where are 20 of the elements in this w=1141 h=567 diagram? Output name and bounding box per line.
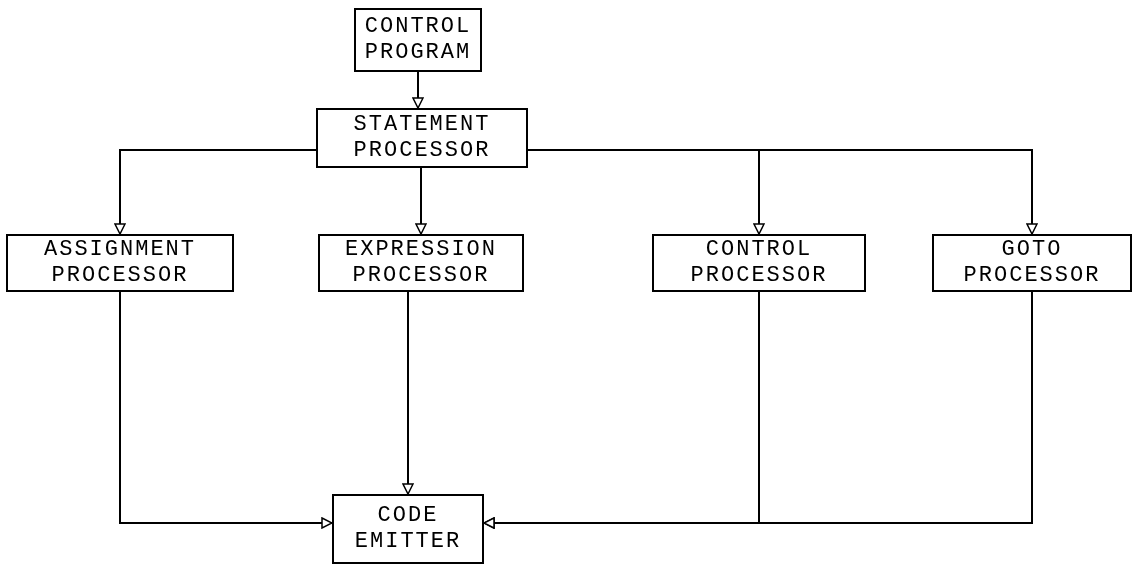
box-label: EXPRESSION PROCESSOR [344,237,498,289]
arrow [415,167,427,235]
box-label: CODE EMITTER [353,503,463,555]
box-label: CONTROL PROGRAM [363,14,473,66]
arrow [412,71,424,109]
process-box [652,234,866,292]
arrow [402,291,414,495]
process-box [318,234,524,292]
process-box [316,108,528,168]
arrow [483,291,1033,529]
box-label: ASSIGNMENT PROCESSOR [43,237,197,289]
process-box [332,494,484,564]
arrow [114,149,317,235]
process-box [354,8,482,72]
arrow [119,291,333,529]
process-box [6,234,234,292]
box-label: STATEMENT PROCESSOR [352,112,492,164]
process-box [932,234,1132,292]
box-label: GOTO PROCESSOR [962,237,1102,289]
box-label: CONTROL PROCESSOR [689,237,829,289]
